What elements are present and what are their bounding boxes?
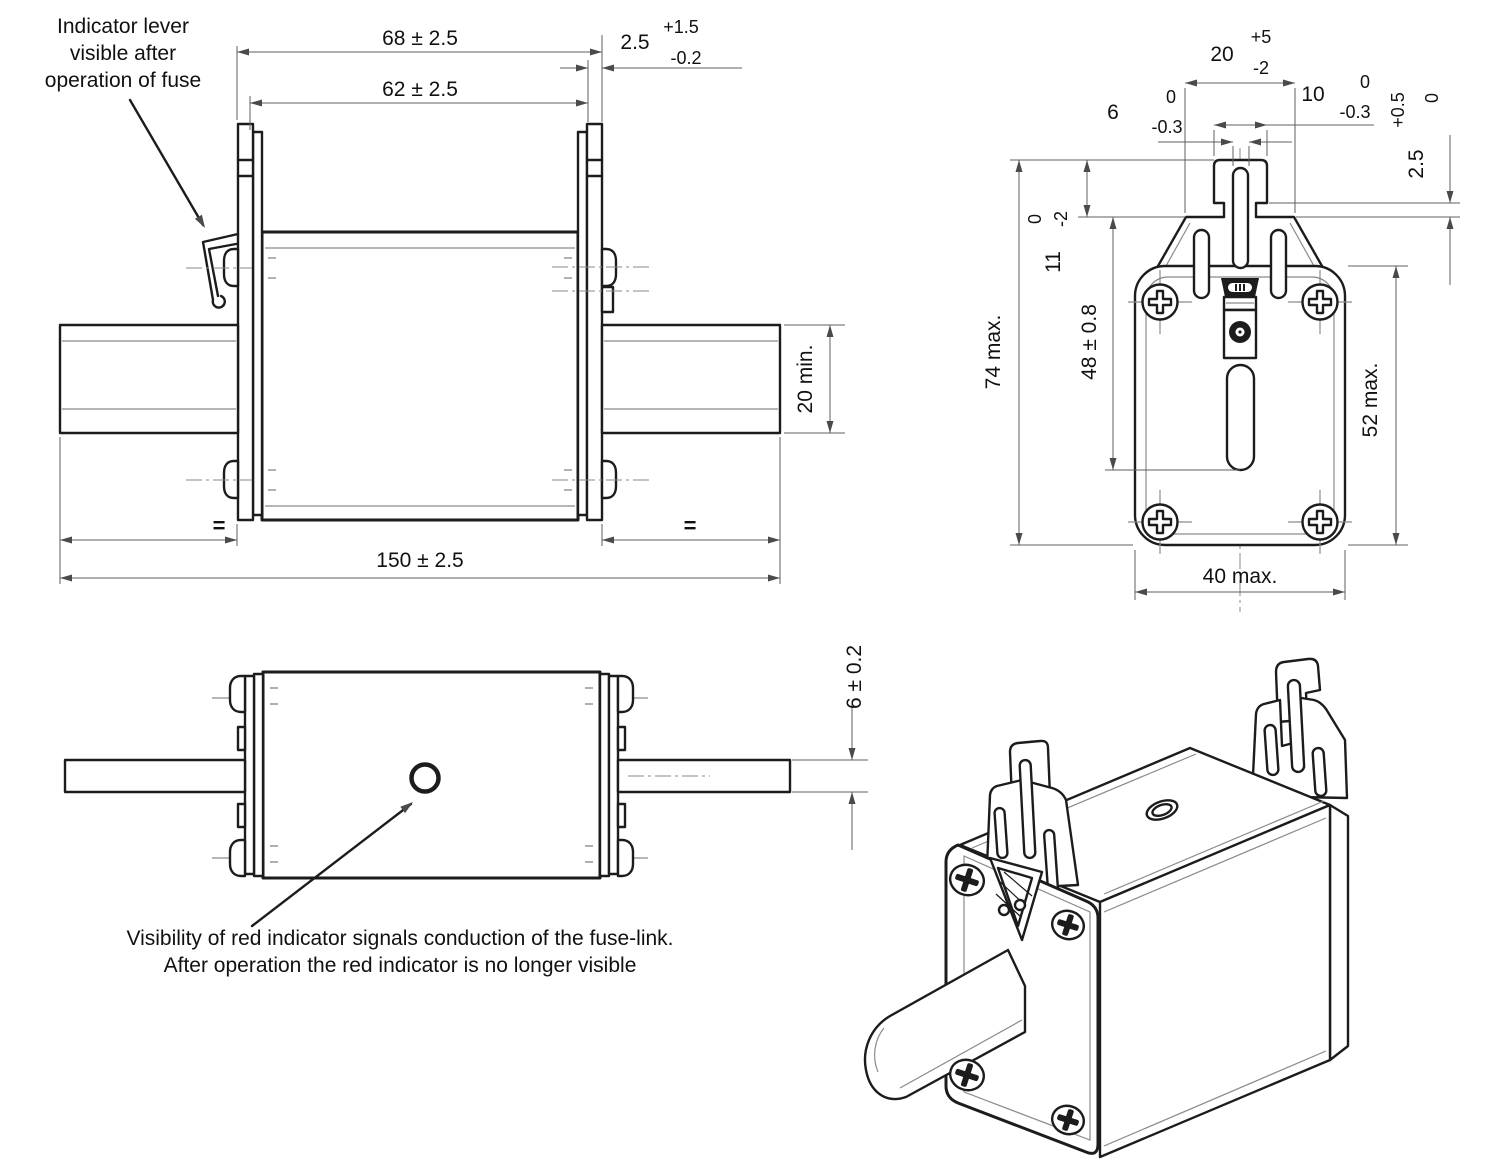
iso-screws xyxy=(948,863,1086,1136)
left-blade-terminal xyxy=(58,323,240,435)
dim-74: 74 max. xyxy=(982,315,1005,390)
iso-right-end-plate xyxy=(1328,803,1350,1062)
dim-10-minus: -0.3 xyxy=(1339,102,1370,122)
dim-48: 48 ± 0.8 xyxy=(1078,304,1101,380)
side-view: 74 max. 11 0 -2 48 ± 0.8 52 max. 40 max.… xyxy=(982,27,1460,612)
dim-6-blade: 6 ± 0.2 xyxy=(843,645,866,709)
iso-near-tab-slot xyxy=(1018,758,1037,860)
shoulder-slot-right xyxy=(1269,228,1288,300)
dim-20-minus: -2 xyxy=(1253,58,1269,78)
note-line2: After operation the red indicator is no … xyxy=(164,954,637,977)
right-blade-terminal xyxy=(600,323,782,435)
body-inner-outline xyxy=(1145,276,1335,535)
callout-indicator-lever-line1: Indicator lever xyxy=(57,15,189,38)
note-leader-arrow xyxy=(400,802,413,814)
dim-20-plus: +5 xyxy=(1251,27,1272,47)
indicator-lever-inner xyxy=(207,242,238,298)
dim-52: 52 max. xyxy=(1359,363,1382,438)
dim-20: 20 xyxy=(1210,43,1233,66)
equal-mark-left: = xyxy=(213,513,226,538)
dim-6-plus: 0 xyxy=(1166,87,1176,107)
shoulder-slot-left xyxy=(1192,228,1211,300)
iso-left-blade-cap-line xyxy=(874,1027,885,1073)
screw-head-bottom-left xyxy=(228,838,247,878)
dim-2.5-step-minus: 0 xyxy=(1422,93,1442,103)
iso-far-bracket-slot-right xyxy=(1311,746,1328,798)
tab-left-upper xyxy=(236,725,247,752)
dim-10-plus: 0 xyxy=(1360,72,1370,92)
iso-near-bracket-slot-left xyxy=(993,806,1009,860)
tab-right-lower xyxy=(616,802,627,829)
dim-2.5-lug: 2.5 xyxy=(620,31,649,54)
right-lug xyxy=(585,122,604,522)
isometric-view xyxy=(863,657,1350,1159)
screw-bump-top-left xyxy=(222,247,240,288)
fuse-body-front xyxy=(260,230,580,522)
iso-lever-hole1 xyxy=(997,903,1011,917)
dim-2.5-lug-minus: -0.2 xyxy=(670,48,701,68)
center-slot xyxy=(1225,363,1256,472)
screw-head-top-left xyxy=(228,674,247,714)
screw-head-top-right xyxy=(616,674,635,714)
indicator-lever xyxy=(201,232,240,309)
shoulder-inner-line xyxy=(1289,222,1315,267)
left-plate-top-view xyxy=(252,672,265,878)
callout-indicator-lever-line2: visible after xyxy=(70,42,176,65)
top-view: 6 ± 0.2 Visibility of red indicator sign… xyxy=(63,645,868,977)
dim-10: 10 xyxy=(1301,83,1324,106)
left-lug-top-view xyxy=(243,674,256,876)
right-small-tab xyxy=(600,285,615,314)
iso-front-chamfer-top xyxy=(1103,817,1327,913)
dim-2.5-step-plus: +0.5 xyxy=(1388,92,1408,128)
iso-indicator-lever xyxy=(988,856,1044,942)
indicator-cap-hatch xyxy=(1235,284,1245,291)
iso-lever-hole2 xyxy=(1013,898,1027,912)
right-plate-top-view xyxy=(598,672,611,878)
equal-mark-right: = xyxy=(684,513,697,538)
indicator-dot-center xyxy=(1238,330,1242,334)
callout-leader-arrow xyxy=(194,214,205,228)
dim-6: 6 xyxy=(1107,101,1119,124)
dim-11-plus: 0 xyxy=(1025,214,1045,224)
dim-62: 62 ± 2.5 xyxy=(382,78,458,101)
screw-bump-bottom-left xyxy=(222,459,240,500)
callout-indicator-lever-line3: operation of fuse xyxy=(45,69,201,92)
iso-far-tab-slot xyxy=(1286,678,1306,774)
note-leader-line xyxy=(250,802,413,928)
iso-left-blade-edge xyxy=(899,1019,1023,1089)
red-indicator-window xyxy=(409,762,441,794)
front-view: Indicator lever visible after operation … xyxy=(45,15,845,584)
iso-front-face xyxy=(1098,803,1332,1159)
dim-2.5-lug-plus: +1.5 xyxy=(663,17,699,37)
left-lug xyxy=(236,122,255,522)
tab-right-upper xyxy=(616,725,627,752)
tab-slot xyxy=(1231,166,1250,270)
iso-top-chamfer-front xyxy=(1103,800,1325,895)
shoulder-inner-line xyxy=(1165,222,1191,267)
note-line1: Visibility of red indicator signals cond… xyxy=(126,927,673,950)
left-end-plate xyxy=(251,130,264,517)
right-end-plate xyxy=(576,130,589,517)
dim-20min: 20 min. xyxy=(794,345,817,414)
dim-40: 40 max. xyxy=(1203,565,1278,588)
left-blade-top-view xyxy=(63,758,247,794)
dim-6-minus: -0.3 xyxy=(1151,117,1182,137)
iso-left-blade xyxy=(863,948,1027,1101)
dim-68: 68 ± 2.5 xyxy=(382,27,458,50)
phillips-screws xyxy=(1128,270,1352,554)
callout-leader-line xyxy=(128,98,205,227)
right-lug-top-view xyxy=(607,674,620,876)
tab-left-lower xyxy=(236,802,247,829)
dim-2.5-step: 2.5 xyxy=(1405,149,1428,178)
iso-indicator-hole-inner xyxy=(1151,802,1173,818)
dim-11: 11 xyxy=(1042,251,1065,273)
dim-11-minus: -2 xyxy=(1051,211,1071,227)
screw-head-bottom-right xyxy=(616,838,635,878)
iso-far-bracket-slot-left xyxy=(1263,723,1280,777)
body-tick-marks xyxy=(270,687,593,863)
iso-front-chamfer-bottom xyxy=(1103,1050,1327,1147)
dim-150: 150 ± 2.5 xyxy=(376,549,463,572)
body-tick-marks xyxy=(268,257,572,491)
